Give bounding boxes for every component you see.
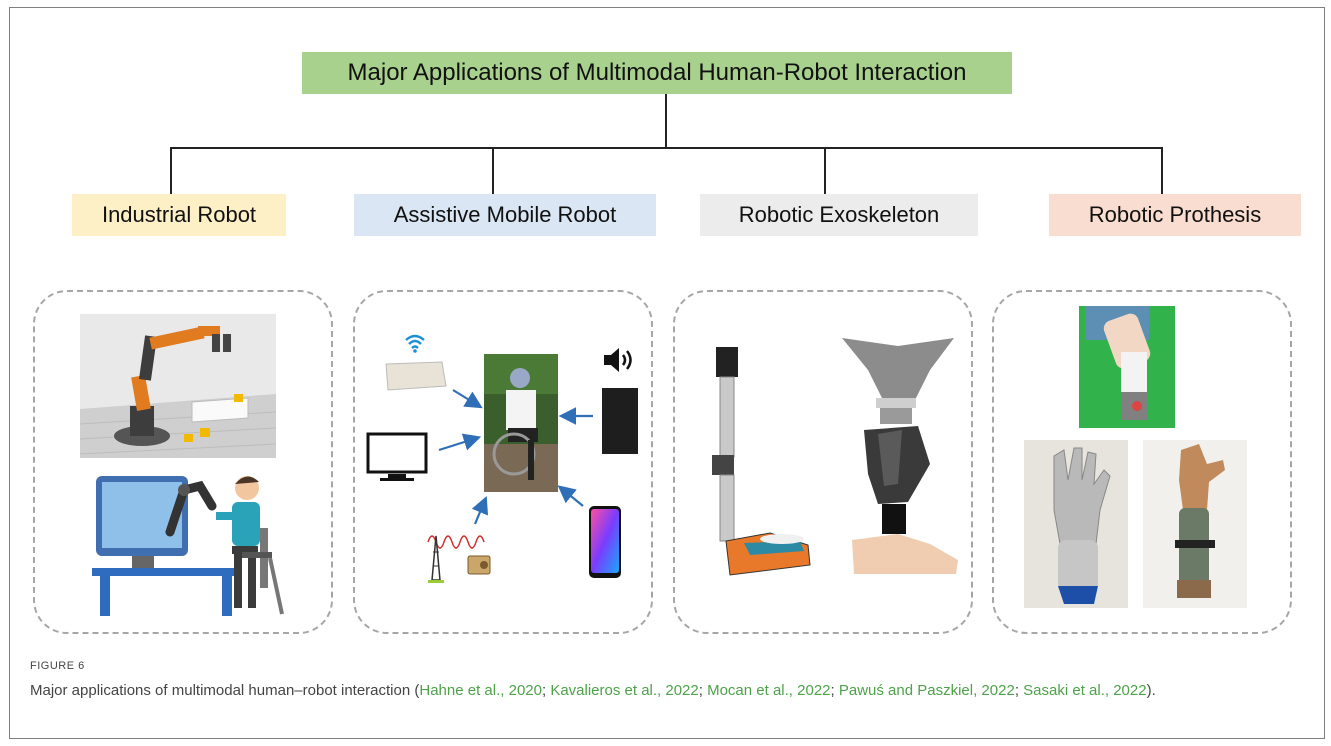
connector-branch-1 bbox=[170, 147, 172, 195]
panel-robotic-prothesis bbox=[992, 290, 1292, 634]
prosthetic-hand-photo-1 bbox=[1024, 440, 1128, 608]
caption-text-start: Major applications of multimodal human–r… bbox=[30, 682, 420, 699]
connector-branch-3 bbox=[824, 147, 826, 195]
industrial-robot-operator-illustration bbox=[92, 476, 284, 616]
connector-branch-4 bbox=[1161, 147, 1163, 195]
industrial-robot-arm-photo bbox=[80, 314, 276, 458]
category-industrial-robot: Industrial Robot bbox=[72, 194, 286, 236]
prosthetic-leg-photo bbox=[1079, 306, 1175, 428]
citation-link[interactable]: Hahne et al., 2020 bbox=[419, 682, 542, 699]
speaker-box-image bbox=[602, 388, 638, 454]
smart-home-hub-image bbox=[385, 361, 447, 391]
caption-text-end: ). bbox=[1146, 682, 1156, 699]
diagram-title: Major Applications of Multimodal Human-R… bbox=[302, 52, 1012, 94]
citation-separator: ; bbox=[830, 682, 839, 699]
citation-separator: ; bbox=[541, 682, 551, 699]
wheelchair-user-photo bbox=[484, 354, 558, 492]
citation-link[interactable]: Sasaki et al., 2022 bbox=[1023, 682, 1147, 699]
category-robotic-exoskeleton: Robotic Exoskeleton bbox=[700, 194, 978, 236]
figure-label: FIGURE 6 bbox=[30, 660, 85, 672]
panel-assistive-mobile-robot bbox=[353, 290, 653, 634]
category-assistive-mobile-robot: Assistive Mobile Robot bbox=[354, 194, 656, 236]
exoskeleton-leg-image bbox=[712, 347, 811, 576]
connector-bar bbox=[170, 147, 1163, 149]
citation-separator: ; bbox=[1014, 682, 1024, 699]
category-robotic-prothesis: Robotic Prothesis bbox=[1049, 194, 1301, 236]
smartphone-icon bbox=[589, 506, 621, 578]
panel-industrial-robot bbox=[33, 290, 333, 634]
figure-frame bbox=[9, 7, 1325, 739]
citation-link[interactable]: Kavalieros et al., 2022 bbox=[550, 682, 699, 699]
wifi-icon bbox=[405, 334, 425, 353]
connector-trunk bbox=[665, 94, 667, 148]
figure-caption: Major applications of multimodal human–r… bbox=[30, 680, 1310, 701]
citation-link[interactable]: Mocan et al., 2022 bbox=[707, 682, 831, 699]
radio-tower-icon bbox=[427, 535, 491, 583]
prosthetic-hand-photo-2 bbox=[1143, 440, 1247, 608]
citation-link[interactable]: Pawuś and Paszkiel, 2022 bbox=[838, 682, 1015, 699]
citation-separator: ; bbox=[698, 682, 708, 699]
prosthetic-leg-image bbox=[842, 338, 958, 574]
connector-branch-2 bbox=[492, 147, 494, 195]
assistive-arrows bbox=[438, 389, 593, 525]
speaker-icon bbox=[604, 348, 632, 372]
panel-robotic-exoskeleton bbox=[673, 290, 973, 634]
tv-icon bbox=[366, 432, 428, 481]
